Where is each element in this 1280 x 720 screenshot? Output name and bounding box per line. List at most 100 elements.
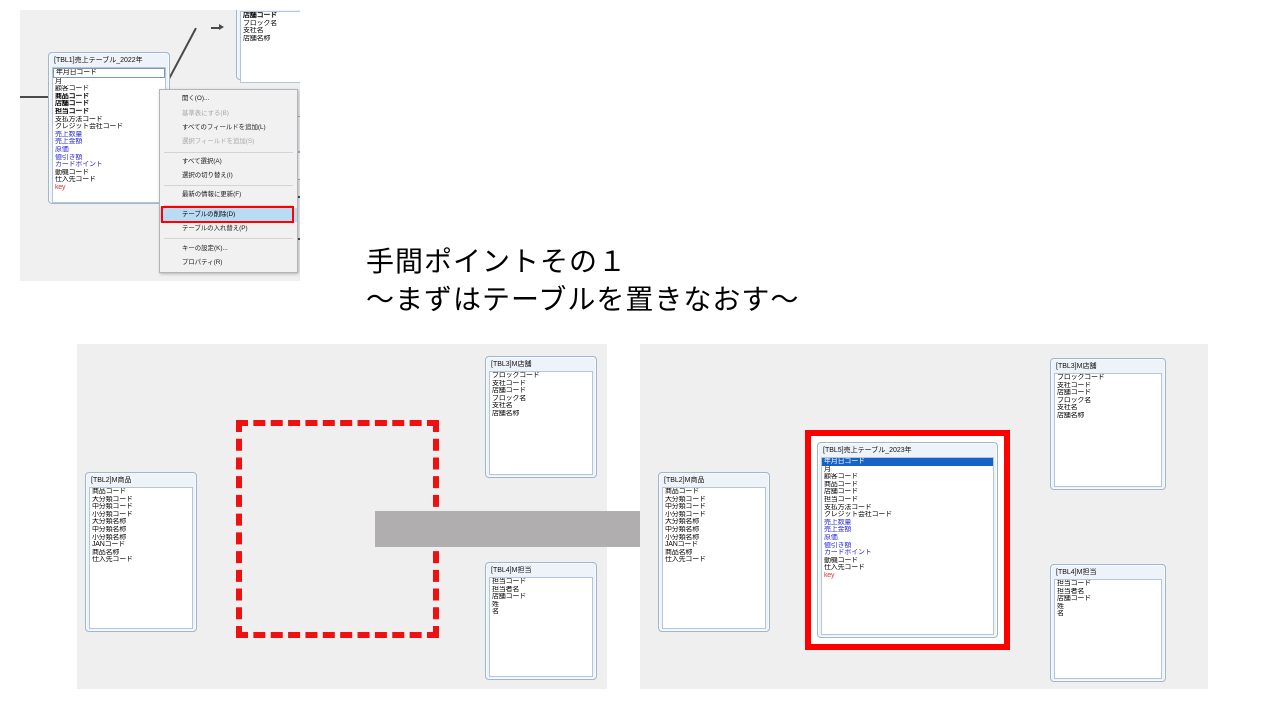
field-item[interactable]: 姓 — [492, 600, 499, 608]
menu-item[interactable]: すべて選択(A) — [182, 157, 222, 165]
menu-item[interactable]: プロパティ(R) — [182, 258, 223, 266]
field-item[interactable]: 原価 — [824, 533, 838, 541]
field-item[interactable]: 大分類コード — [665, 495, 706, 503]
field-item[interactable]: 小分類名称 — [665, 533, 699, 541]
field-item[interactable]: key — [824, 571, 835, 579]
field-item[interactable]: 商品コード — [824, 480, 858, 488]
field-item[interactable]: 原価 — [55, 145, 69, 153]
field-item[interactable]: 売上数量 — [55, 130, 83, 138]
field-item[interactable]: 小分類コード — [665, 510, 706, 518]
field-item[interactable]: 担当コード — [1057, 580, 1091, 587]
field-item[interactable]: 動機コード — [824, 556, 858, 564]
menu-item[interactable]: テーブルの入れ替え(P) — [182, 225, 248, 233]
field-item[interactable]: 値引き額 — [824, 541, 852, 549]
field-item[interactable]: 名 — [492, 608, 499, 616]
field-item[interactable]: 支社コード — [492, 379, 526, 387]
field-item[interactable]: 店舗コード — [492, 387, 526, 395]
field-item[interactable]: 担当コード — [492, 578, 526, 585]
menu-item[interactable]: すべてのフィールドを追加(L) — [182, 123, 266, 131]
field-item[interactable]: 中分類コード — [92, 503, 133, 511]
field-item[interactable]: 売上金額 — [824, 526, 852, 534]
field-item[interactable]: カードポイント — [55, 161, 103, 169]
table-card-tbl1[interactable]: [TBL1]売上テーブル_2022年 年月日コード月顧客コード商品コード店舗コー… — [48, 52, 170, 204]
field-item[interactable]: 店舗コード — [243, 12, 277, 19]
field-item[interactable]: ブロック名 — [492, 394, 526, 402]
field-item[interactable]: 店舗名称 — [492, 409, 520, 417]
field-item[interactable]: 中分類名称 — [92, 525, 126, 533]
field-item[interactable]: 店舗名称 — [243, 34, 271, 42]
field-item[interactable]: JANコード — [92, 541, 126, 549]
field-item[interactable]: ブロックコード — [1057, 374, 1105, 381]
table-card-tbl2[interactable]: [TBL2]M商品 商品コード大分類コード中分類コード小分類コード大分類名称中分… — [658, 472, 770, 632]
field-item[interactable]: 動機コード — [55, 168, 89, 176]
table-card-tbl4[interactable]: [TBL4]M担当 担当コード担当者名店舗コード姓名 — [485, 562, 597, 680]
field-item[interactable]: 大分類コード — [92, 495, 133, 503]
field-item[interactable]: ブロック名 — [243, 19, 277, 27]
field-list[interactable]: ブロックコード支社コード店舗コードブロック名支社名店舗名称 — [1054, 373, 1162, 487]
table-card-tbl4[interactable]: [TBL4]M担当 担当コード担当者名店舗コード姓名 — [1050, 564, 1166, 682]
field-item[interactable]: 商品コード — [92, 488, 126, 495]
field-item[interactable]: 仕入先コード — [824, 564, 865, 572]
field-list[interactable]: 担当コード担当者名店舗コード姓名 — [489, 577, 593, 677]
field-item[interactable]: クレジット会社コード — [55, 123, 123, 131]
field-item[interactable]: 売上金額 — [55, 138, 83, 146]
field-item[interactable]: 顧客コード — [824, 473, 858, 481]
field-item[interactable]: 商品名称 — [665, 548, 693, 556]
field-item[interactable]: 月 — [55, 77, 62, 85]
field-list[interactable]: 年月日コード月顧客コード商品コード店舗コード担当コード支払方法コードクレジット会… — [821, 457, 994, 635]
field-item[interactable]: 商品コード — [665, 488, 699, 495]
field-item[interactable]: 売上数量 — [824, 518, 852, 526]
field-item[interactable]: 担当者名 — [492, 585, 520, 593]
field-item[interactable]: JANコード — [665, 541, 699, 549]
field-item[interactable]: 値引き額 — [55, 153, 83, 161]
field-item[interactable]: 支払方法コード — [55, 115, 103, 123]
field-list[interactable]: 店舗コードブロック名支社名店舗名称 — [240, 11, 300, 83]
field-item[interactable]: 支払方法コード — [824, 503, 872, 511]
table-card-tbl3[interactable]: [TBL3]M店舗 ブロックコード支社コード店舗コードブロック名支社名店舗名称 — [1050, 358, 1166, 490]
field-item[interactable]: 店舗名称 — [1057, 411, 1085, 419]
menu-item[interactable]: 開く(O)... — [182, 95, 210, 103]
menu-item[interactable]: テーブルの削除(D) — [160, 207, 297, 222]
field-item[interactable]: ブロック名 — [1057, 396, 1091, 404]
field-item[interactable]: 店舗コード — [55, 100, 89, 108]
field-item[interactable]: 仕入先コード — [92, 556, 133, 564]
field-item[interactable]: 担当コード — [55, 107, 89, 115]
field-item[interactable]: 支社名 — [492, 402, 513, 410]
field-item[interactable]: 小分類コード — [92, 510, 133, 518]
field-item[interactable]: ブロックコード — [492, 372, 540, 379]
field-item[interactable]: 年月日コード — [822, 458, 993, 466]
field-item[interactable]: 中分類コード — [665, 503, 706, 511]
field-item[interactable]: カードポイント — [824, 549, 872, 557]
field-item[interactable]: 姓 — [1057, 602, 1064, 610]
table-card-tbl2[interactable]: [TBL2]M商品 商品コード大分類コード中分類コード小分類コード大分類名称中分… — [85, 472, 197, 632]
field-item[interactable]: 小分類名称 — [92, 533, 126, 541]
field-item[interactable]: 名 — [1057, 610, 1064, 618]
field-list[interactable]: 年月日コード月顧客コード商品コード店舗コード担当コード支払方法コードクレジット会… — [52, 67, 166, 203]
field-item[interactable]: key — [55, 183, 66, 191]
field-item[interactable]: 月 — [824, 465, 831, 473]
menu-item[interactable]: 最新の情報に更新(F) — [182, 191, 242, 199]
context-menu[interactable]: 開く(O)...基準表にする(B)すべてのフィールドを追加(L)選択フィールドを… — [159, 89, 298, 274]
field-item[interactable]: 担当コード — [824, 495, 858, 503]
field-item[interactable]: 店舗コード — [1057, 389, 1091, 397]
field-item[interactable]: 商品名称 — [92, 548, 120, 556]
field-item[interactable]: 担当者名 — [1057, 587, 1085, 595]
table-card-tbl5[interactable]: [TBL5]売上テーブル_2023年 年月日コード月顧客コード商品コード店舗コー… — [817, 442, 998, 638]
field-item[interactable]: 支社コード — [1057, 381, 1091, 389]
field-item[interactable]: 顧客コード — [55, 85, 89, 93]
field-item[interactable]: 大分類名称 — [92, 518, 126, 526]
field-item[interactable]: 店舗コード — [1057, 595, 1091, 603]
field-item[interactable]: 中分類名称 — [665, 525, 699, 533]
table-card-partial-store[interactable]: 店舗コードブロック名支社名店舗名称 — [236, 10, 300, 83]
field-item[interactable]: 店舗コード — [824, 488, 858, 496]
table-card-tbl3[interactable]: [TBL3]M店舗 ブロックコード支社コード店舗コードブロック名支社名店舗名称 — [485, 356, 597, 478]
field-item[interactable]: 支社名 — [1057, 404, 1078, 412]
field-item[interactable]: 年月日コード — [53, 68, 165, 78]
field-list[interactable]: ブロックコード支社コード店舗コードブロック名支社名店舗名称 — [489, 371, 593, 475]
field-item[interactable]: クレジット会社コード — [824, 511, 892, 519]
field-item[interactable]: 支社名 — [243, 27, 264, 35]
field-item[interactable]: 仕入先コード — [665, 556, 706, 564]
field-item[interactable]: 商品コード — [55, 92, 89, 100]
